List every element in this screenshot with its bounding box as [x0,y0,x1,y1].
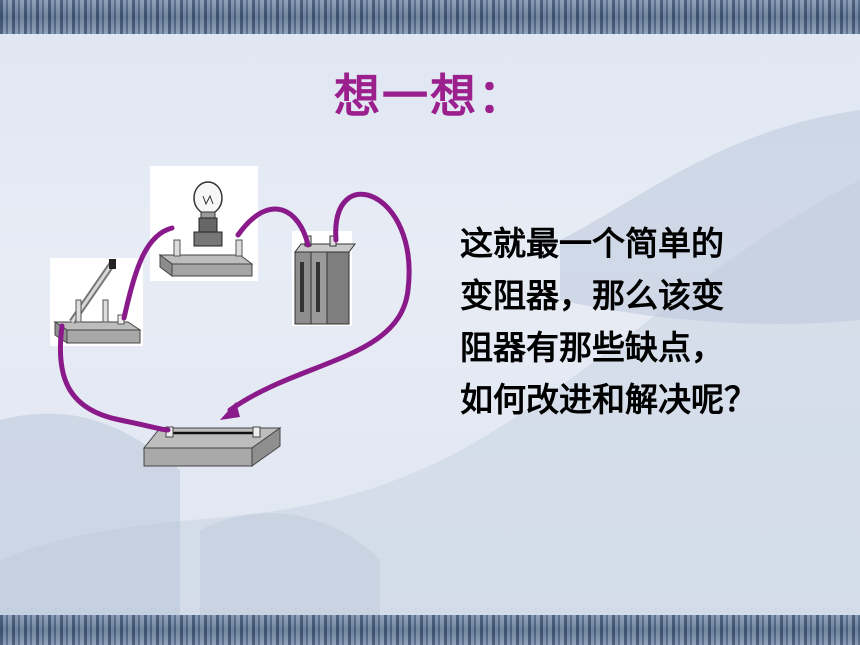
battery-icon [292,231,356,326]
resistance-wire-board-icon [142,426,282,467]
body-line: 这就最一个简单的 [460,224,724,263]
circuit-wires [57,191,412,433]
wire-bulb-to-battery [235,206,311,248]
slide-title: 想一想： [334,69,526,123]
body-line: 阻器有那些缺点， [460,328,724,367]
wire-battery-to-board [227,191,412,413]
bottom-decorative-band [0,615,860,645]
body-line: 变阻器，那么该变 [460,276,724,315]
body-line: 如何改进和解决呢？ [460,380,757,419]
top-decorative-band [0,0,860,34]
slide-body-text: 这就最一个简单的 变阻器，那么该变 阻器有那些缺点， 如何改进和解决呢？ [460,218,850,426]
wire-switch-to-bulb [121,225,175,321]
wire-switch-to-board [57,323,171,433]
wire-arrow-head [220,402,240,420]
light-bulb-icon [150,166,258,281]
